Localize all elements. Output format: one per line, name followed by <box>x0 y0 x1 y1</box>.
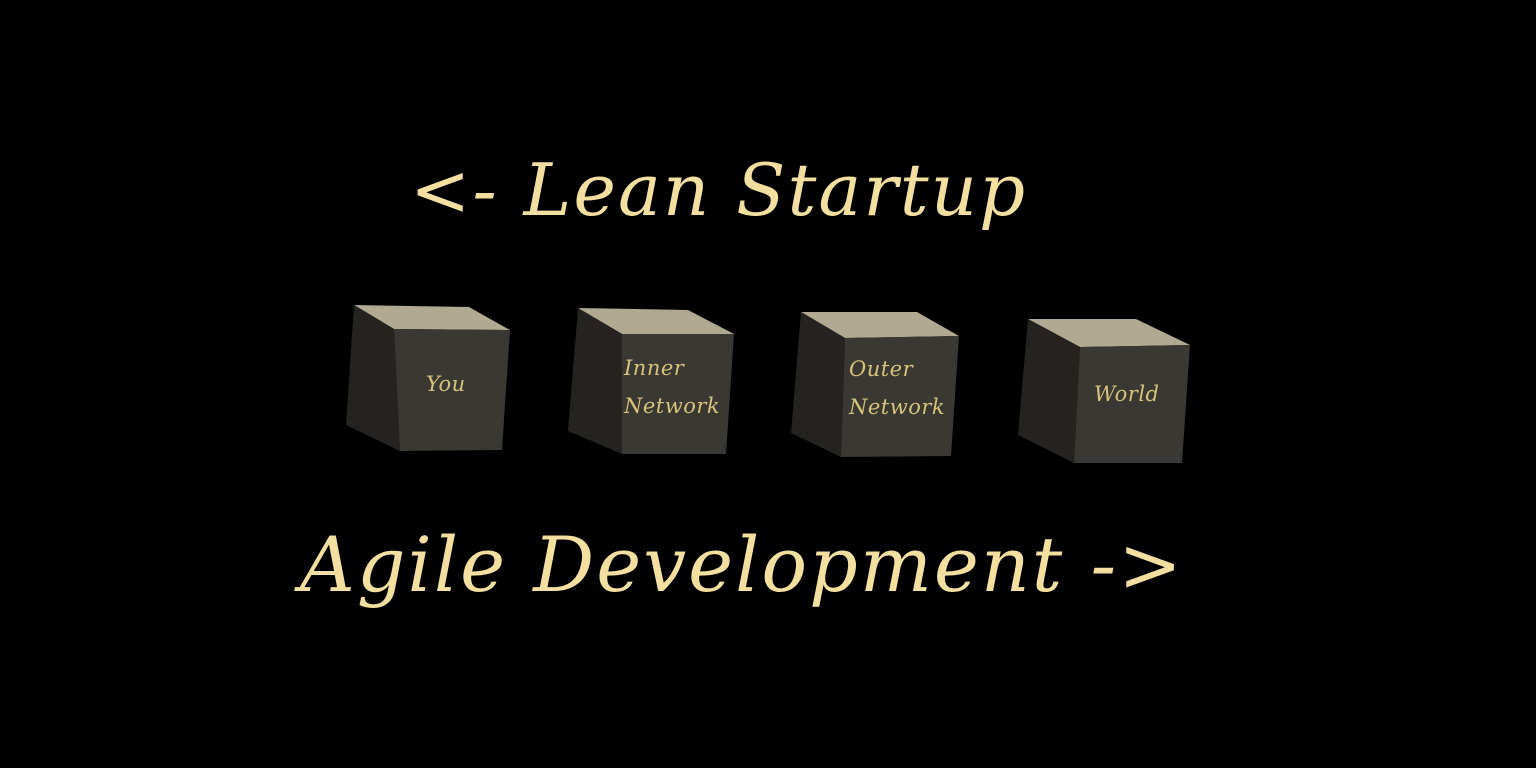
cube-label-line: Outer <box>849 357 914 381</box>
agile-development-heading: Agile Development -> <box>300 520 1184 609</box>
cube-you: You <box>344 303 514 463</box>
cube-top-face <box>578 308 734 334</box>
cube-label-line: Network <box>849 395 946 419</box>
cube-label-line: World <box>1094 382 1160 406</box>
cube-shape <box>791 312 959 457</box>
cube-top-face <box>354 305 510 330</box>
cube-side-face <box>568 308 622 454</box>
cube-shape <box>568 308 734 454</box>
cube-front-face <box>622 334 734 454</box>
cube-shape <box>346 305 510 451</box>
lean-startup-heading: <- Lean Startup <box>410 148 1028 232</box>
cube-inner-network: Inner Network <box>566 306 736 466</box>
cube-label-world: World <box>1094 375 1160 413</box>
cube-label-line: You <box>426 372 466 396</box>
cube-shape <box>1018 319 1190 463</box>
cube-label-line: Inner <box>624 356 685 380</box>
cube-label-you: You <box>426 365 466 403</box>
cube-front-face <box>394 329 510 451</box>
cube-front-face <box>841 336 959 457</box>
cube-side-face <box>346 305 400 451</box>
cube-label-inner-network: Inner Network <box>624 349 720 425</box>
cube-top-face <box>1028 319 1190 347</box>
cube-side-face <box>1018 319 1080 463</box>
cube-world: World <box>1016 317 1190 477</box>
cube-side-face <box>791 312 845 457</box>
cube-top-face <box>801 312 959 338</box>
cube-label-line: Network <box>624 394 721 418</box>
cube-front-face <box>1074 345 1190 463</box>
cube-outer-network: Outer Network <box>789 310 959 470</box>
cube-label-outer-network: Outer Network <box>849 350 945 426</box>
